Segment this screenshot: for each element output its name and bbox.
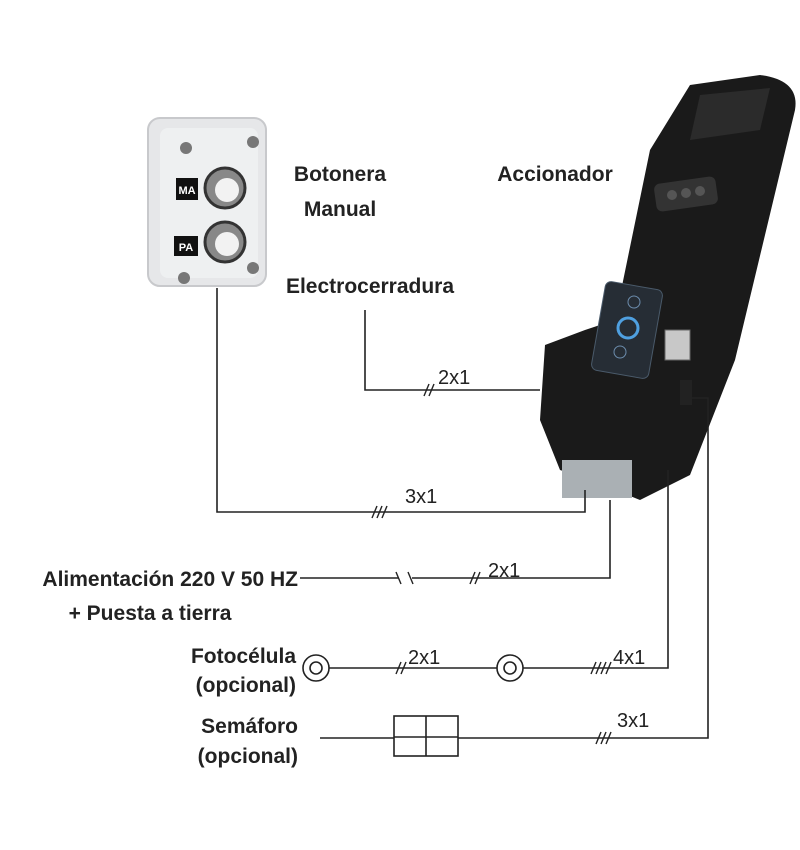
botonera-label-line2: Manual <box>304 198 376 221</box>
actuator <box>540 75 796 500</box>
photocell-receiver-icon <box>496 654 524 682</box>
cable-label: 2x1 <box>488 560 520 582</box>
cable-label: 2x1 <box>438 367 470 389</box>
botonera-wire: 3x1 <box>216 288 586 519</box>
cable-label: 3x1 <box>617 710 649 732</box>
puesta-tierra-label: + Puesta a tierra <box>69 602 232 625</box>
fotocelula-label: Fotocélula <box>191 645 296 668</box>
electrocerradura-wire: 2x1 <box>364 310 540 397</box>
alimentacion-label: Alimentación 220 V 50 HZ <box>42 568 298 591</box>
manual-button-box: MA PA <box>147 117 267 287</box>
button-label-pa: PA <box>179 242 194 254</box>
electrocerradura-label: Electrocerradura <box>286 275 454 298</box>
semaforo-wire: 3x1 <box>320 397 709 757</box>
botonera-label: Botonera <box>294 163 386 186</box>
photocell-emitter-icon <box>302 654 330 682</box>
alimentacion-wire: 2x1 <box>300 500 611 585</box>
accionador-label: Accionador <box>497 163 613 186</box>
fotocelula-optional-label: (opcional) <box>196 674 296 697</box>
semaforo-label: Semáforo <box>201 715 298 738</box>
semaforo-optional-label: (opcional) <box>198 745 298 768</box>
fotocelula-wire: 2x1 4x1 <box>302 470 669 682</box>
cable-label: 4x1 <box>613 647 645 669</box>
button-label-ma: MA <box>178 185 195 197</box>
cable-label: 2x1 <box>408 647 440 669</box>
cable-label: 3x1 <box>405 486 437 508</box>
